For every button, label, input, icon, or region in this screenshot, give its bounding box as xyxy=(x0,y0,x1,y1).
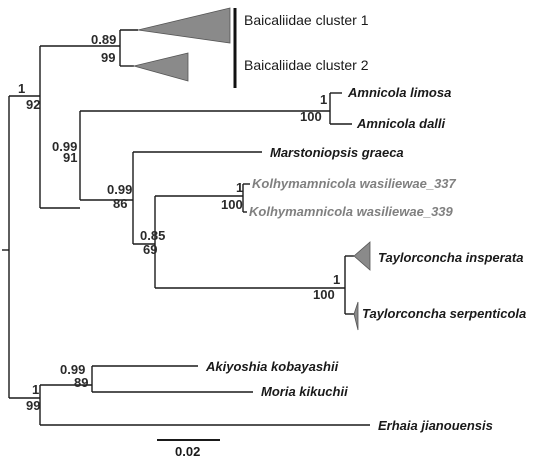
taxon-akiyoshia-kobayashii: Akiyoshia kobayashii xyxy=(205,359,339,374)
support-bs-lower: 99 xyxy=(26,398,40,413)
baicaliidae-cluster-2-label: Baicaliidae cluster 2 xyxy=(244,57,369,73)
taxon-marstoniopsis-graeca: Marstoniopsis graeca xyxy=(270,145,404,160)
taxon-moria-kikuchii: Moria kikuchii xyxy=(261,384,348,399)
baicaliidae-cluster-1-label: Baicaliidae cluster 1 xyxy=(244,12,369,28)
support-pp-kt: 0.85 xyxy=(140,228,165,243)
support-pp-big-clade: 1 xyxy=(18,81,25,96)
support-bs-am: 89 xyxy=(74,375,88,390)
support-bs-baicaliidae: 99 xyxy=(101,50,115,65)
support-pp-am: 0.99 xyxy=(60,362,85,377)
support-bs-kolhy: 100 xyxy=(221,197,243,212)
taxon-amnicola-limosa: Amnicola limosa xyxy=(347,85,451,100)
support-bs-inner: 86 xyxy=(113,196,127,211)
taxon-taylorconcha-serpenticola: Taylorconcha serpenticola xyxy=(362,306,526,321)
taxon-taylorconcha-insperata: Taylorconcha insperata xyxy=(378,250,523,265)
support-bs-taylor: 100 xyxy=(313,287,335,302)
baicaliidae-cluster-1-triangle xyxy=(137,7,231,44)
support-pp-lower: 1 xyxy=(32,382,39,397)
support-pp-taylor: 1 xyxy=(333,272,340,287)
taxon-kolhymamnicola-339: Kolhymamnicola wasiliewae_339 xyxy=(249,204,454,219)
support-pp-amnicola: 1 xyxy=(320,92,327,107)
support-bs-amnicola: 100 xyxy=(300,109,322,124)
support-bs-middle: 91 xyxy=(63,150,77,165)
support-pp-middle: 0.99 xyxy=(52,139,77,154)
baicaliidae-cluster-2-triangle xyxy=(132,52,189,82)
scale-bar-label: 0.02 xyxy=(175,444,200,459)
taxon-kolhymamnicola-337: Kolhymamnicola wasiliewae_337 xyxy=(252,176,457,191)
taylor-serpenticola-triangle xyxy=(353,301,359,331)
taylor-insperata-triangle xyxy=(353,241,371,271)
support-bs-big-clade: 92 xyxy=(26,97,40,112)
support-pp-baicaliidae: 0.89 xyxy=(91,32,116,47)
support-pp-kolhy: 1 xyxy=(236,180,243,195)
taxon-erhaia-jianouensis: Erhaia jianouensis xyxy=(378,418,493,433)
support-bs-kt: 69 xyxy=(143,242,157,257)
support-pp-inner: 0.99 xyxy=(107,182,132,197)
taxon-amnicola-dalli: Amnicola dalli xyxy=(356,116,446,131)
